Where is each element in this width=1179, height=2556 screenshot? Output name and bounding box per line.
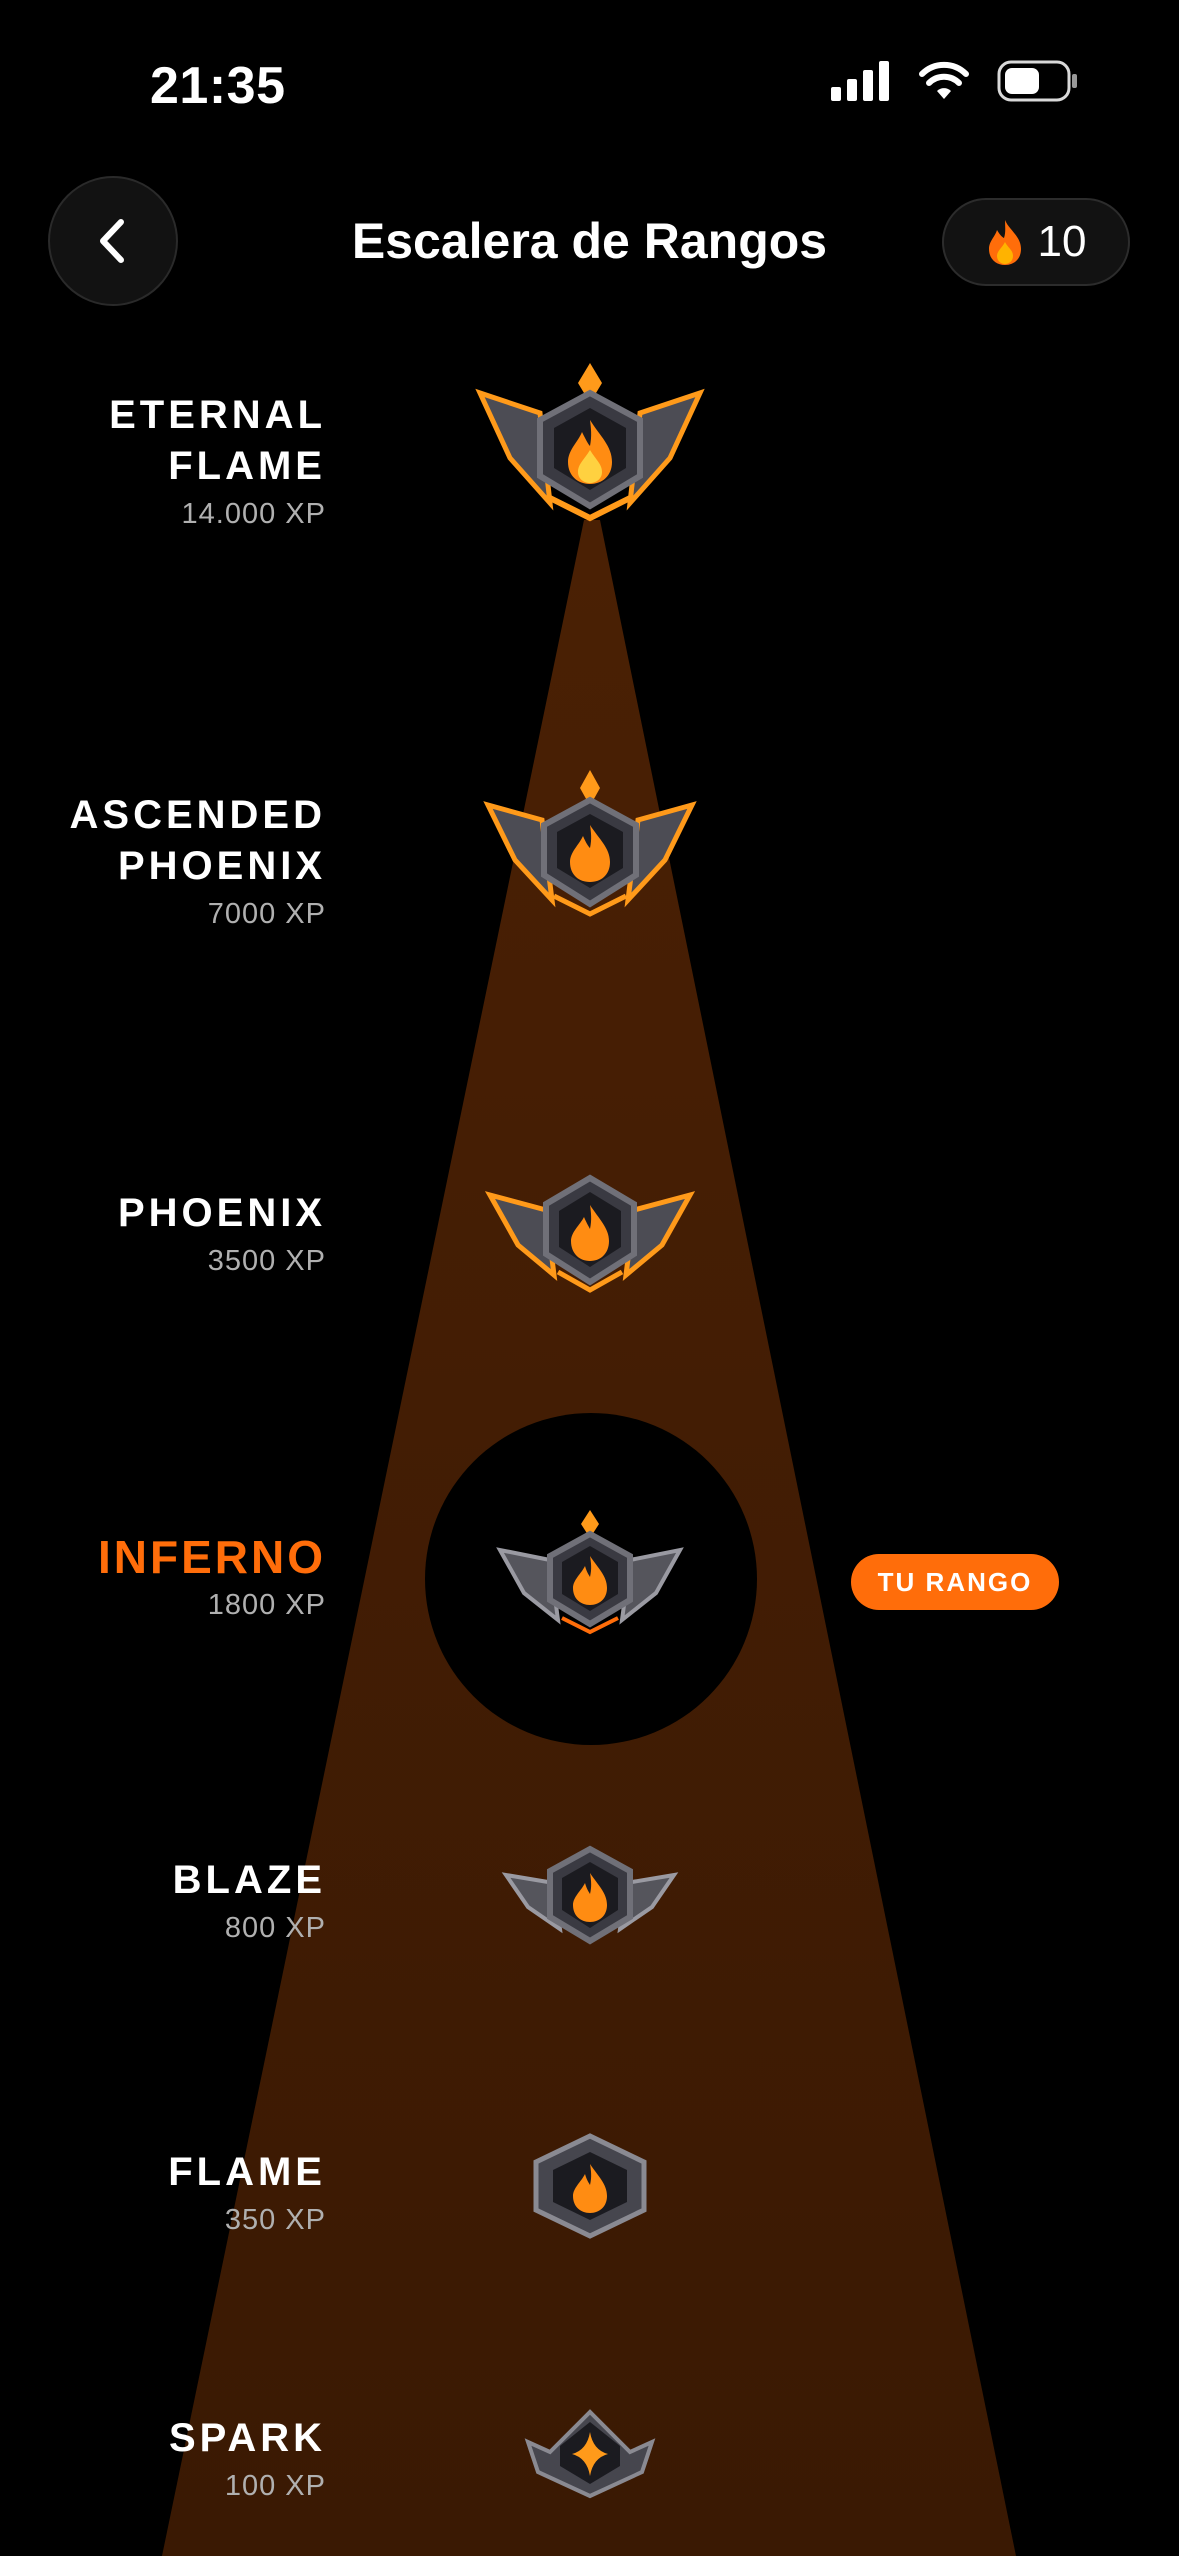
rank-name: ASCENDED xyxy=(69,793,326,837)
eternal-flame-badge-icon xyxy=(475,363,705,522)
current-rank-pill: TU RANGO xyxy=(851,1554,1059,1610)
phoenix-badge-icon xyxy=(485,1174,695,1293)
rank-eternal-flame: ETERNAL FLAME 14.000 XP xyxy=(0,390,326,534)
blaze-badge-icon xyxy=(501,1845,679,1945)
streak-counter[interactable]: 10 xyxy=(942,198,1130,286)
status-icons xyxy=(831,60,1079,102)
rank-name: FLAME xyxy=(168,2150,326,2194)
rank-spark: SPARK 100 XP xyxy=(0,2413,326,2506)
cellular-signal-icon xyxy=(831,61,889,101)
page-title: Escalera de Rangos xyxy=(351,213,828,269)
spark-badge-icon xyxy=(524,2409,656,2499)
rank-xp: 800 XP xyxy=(224,1912,326,1944)
rank-name: SPARK xyxy=(168,2416,326,2460)
inferno-badge-icon xyxy=(496,1510,684,1635)
chevron-left-icon xyxy=(100,219,124,263)
rank-xp: 14.000 XP xyxy=(181,498,326,530)
ascended-phoenix-badge-icon xyxy=(483,770,697,917)
flame-badge-icon xyxy=(533,2133,647,2239)
rank-xp: 3500 XP xyxy=(207,1245,326,1277)
rank-name: BLAZE xyxy=(172,1858,326,1902)
rank-flame: FLAME 350 XP xyxy=(0,2147,326,2240)
rank-name: PHOENIX xyxy=(117,1191,326,1235)
rank-name: FLAME xyxy=(168,444,326,488)
rank-phoenix: PHOENIX 3500 XP xyxy=(0,1188,326,1281)
rank-blaze: BLAZE 800 XP xyxy=(0,1855,326,1948)
rank-name: PHOENIX xyxy=(117,844,326,888)
back-button[interactable] xyxy=(48,176,178,306)
rank-name: INFERNO xyxy=(98,1531,326,1583)
rank-name: ETERNAL xyxy=(109,393,326,437)
rank-xp: 7000 XP xyxy=(207,898,326,930)
rank-xp: 350 XP xyxy=(224,2204,326,2236)
status-time: 21:35 xyxy=(150,57,286,115)
rank-xp: 1800 XP xyxy=(207,1589,326,1621)
battery-icon xyxy=(997,60,1077,102)
streak-count: 10 xyxy=(1037,217,1087,266)
rank-ascended-phoenix: ASCENDED PHOENIX 7000 XP xyxy=(0,790,326,934)
fire-icon xyxy=(988,220,1021,265)
rank-inferno: INFERNO 1800 XP xyxy=(0,1532,326,1625)
wifi-icon xyxy=(919,61,969,99)
rank-xp: 100 XP xyxy=(224,2470,326,2502)
